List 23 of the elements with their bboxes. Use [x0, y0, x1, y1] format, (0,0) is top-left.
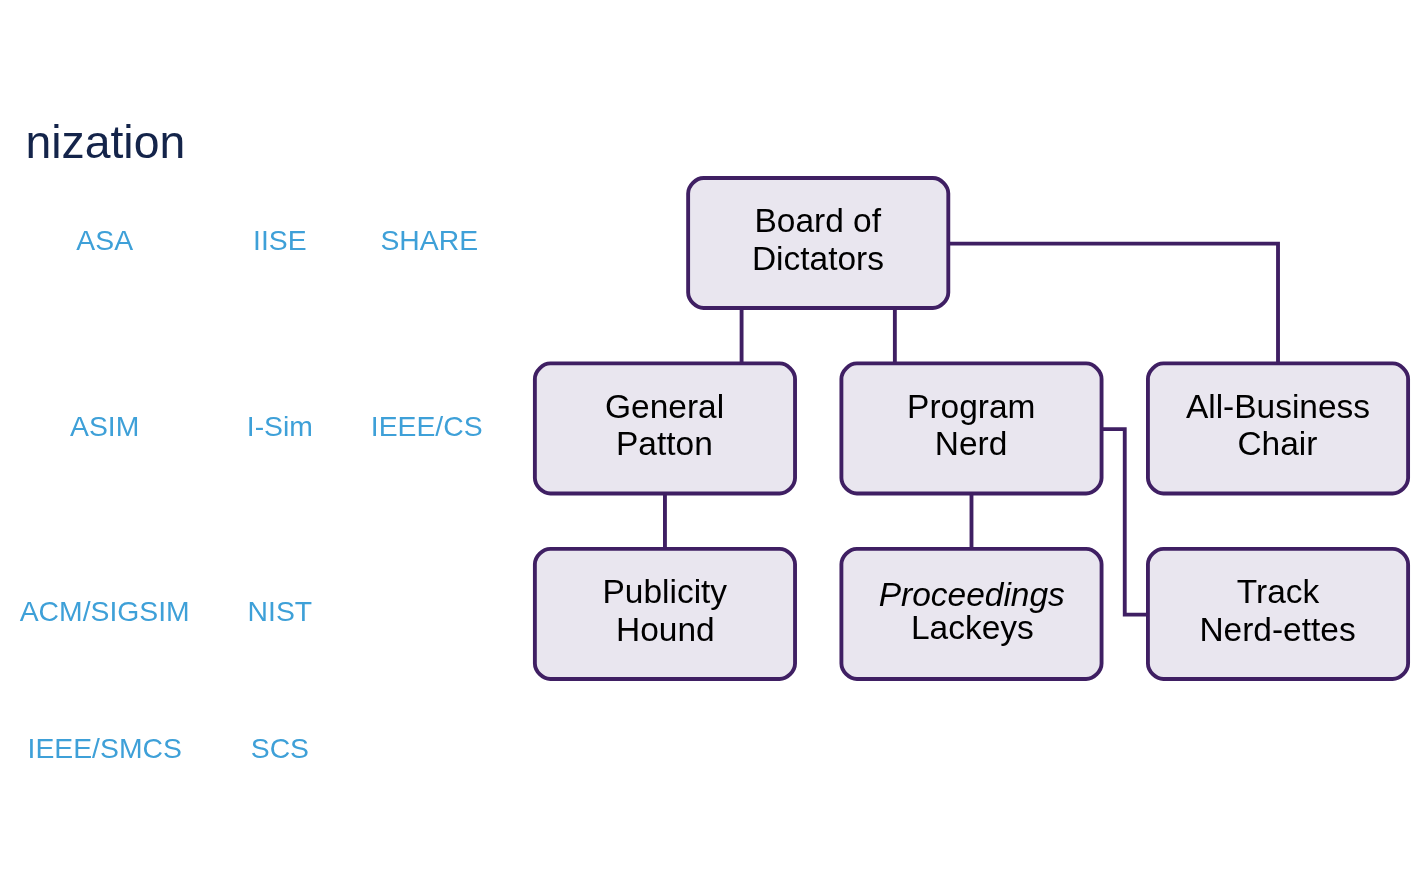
- connector: [948, 241, 1280, 364]
- node-box: All-Business Chair: [1146, 361, 1411, 496]
- node-box: Publicity Hound: [532, 546, 797, 681]
- label: ACM/SIGSIM: [19, 595, 190, 628]
- connector: [892, 308, 897, 364]
- connector: [663, 493, 667, 549]
- label: I-Sim: [246, 409, 313, 442]
- connector: [969, 493, 974, 549]
- label: IISE: [253, 224, 307, 257]
- label: IEEE/CS: [370, 409, 483, 442]
- node-box: Track Nerd-ettes: [1146, 546, 1411, 681]
- label: ASA: [76, 224, 134, 257]
- label: SCS: [250, 732, 309, 765]
- diagram-title: nization: [25, 116, 186, 169]
- label: IEEE/SMCS: [27, 732, 182, 765]
- label: SHARE: [380, 224, 479, 257]
- node-box: General Patton: [532, 361, 797, 496]
- node-box: Proceedings Lackeys: [839, 546, 1104, 681]
- connector: [739, 308, 744, 364]
- node-box: Program Nerd: [839, 361, 1104, 496]
- label: NIST: [247, 595, 313, 628]
- node-box: Board of Dictators: [686, 176, 951, 310]
- label: ASIM: [70, 409, 140, 442]
